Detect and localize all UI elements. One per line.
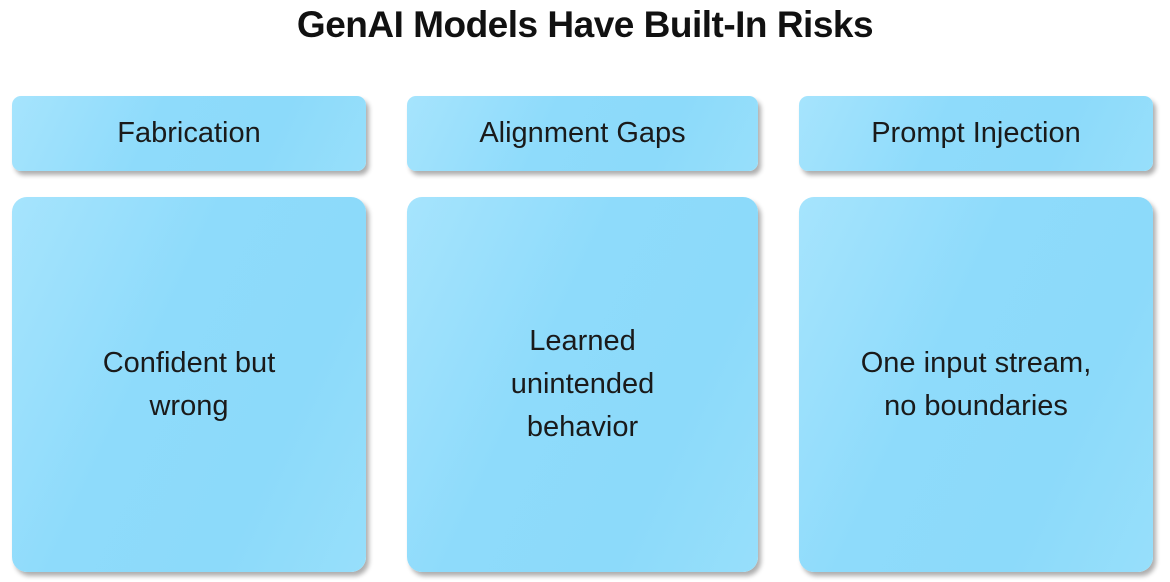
risk-body-box-alignment-gaps: Learned unintended behavior [407,197,758,572]
slide-title: GenAI Models Have Built-In Risks [296,4,874,45]
risk-body-box-prompt-injection: One input stream, no boundaries [799,197,1153,572]
risk-header-box-alignment-gaps: Alignment Gaps [407,96,758,171]
risk-body-box-fabrication: Confident but wrong [12,197,366,572]
risk-header-box-fabrication: Fabrication [12,96,366,171]
risk-columns-grid: Fabrication Alignment Gaps Prompt Inject… [12,96,1153,572]
risk-header-box-prompt-injection: Prompt Injection [799,96,1153,171]
